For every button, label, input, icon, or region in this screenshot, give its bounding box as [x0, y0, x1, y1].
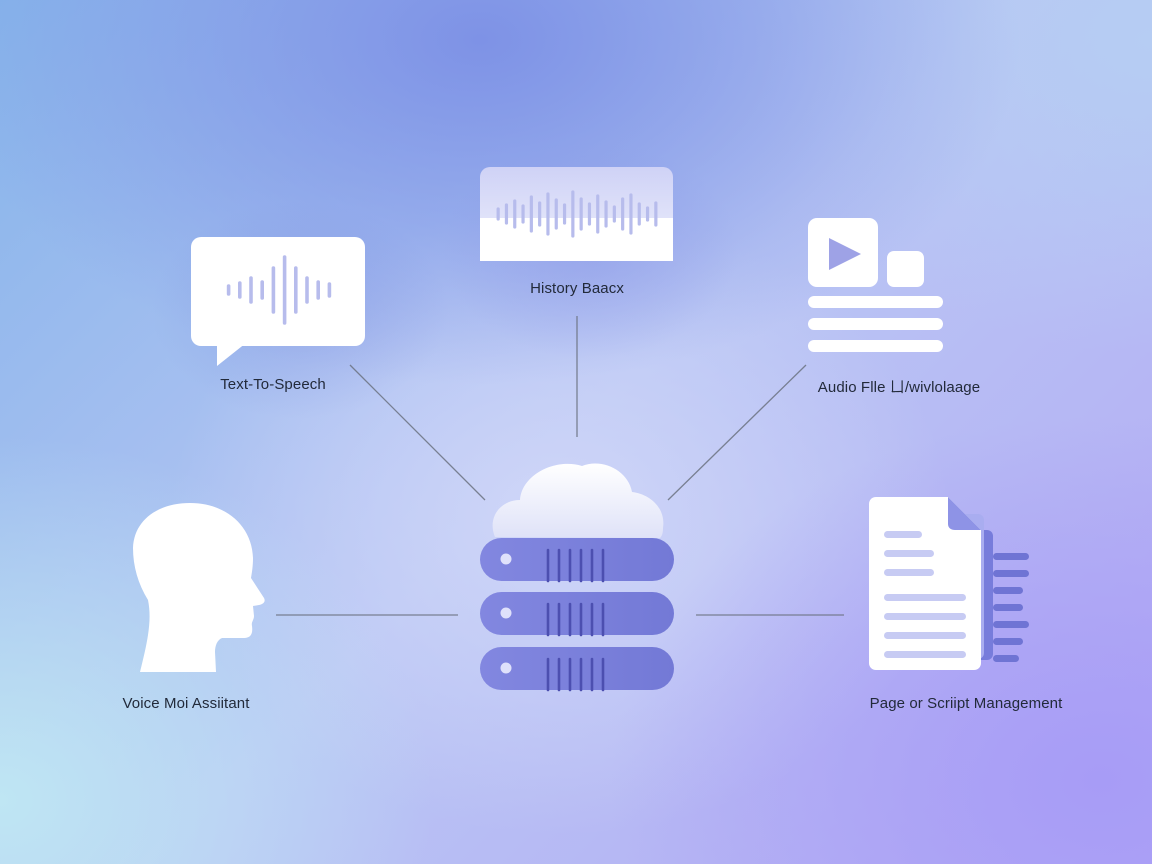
audio-label: Audio Flle ㄩ/wivlolaage — [817, 379, 981, 396]
connector-tts — [349, 364, 486, 501]
document-stack-icon — [869, 497, 1029, 670]
connectors — [276, 316, 844, 616]
human-head-icon — [133, 503, 265, 672]
history-label: History Baacx — [530, 280, 624, 297]
voice-label: Voice Moi Assiitant — [122, 695, 250, 712]
video-playlist-icon — [808, 218, 943, 352]
tts-label: Text-To-Speech — [220, 376, 326, 393]
cloud-server-icon — [480, 463, 674, 692]
speech-bubble-waveform-icon — [191, 237, 365, 366]
connector-audio — [667, 364, 807, 501]
page-label: Page or Scriipt Management — [869, 695, 1063, 712]
waveform-window-icon — [480, 167, 673, 261]
